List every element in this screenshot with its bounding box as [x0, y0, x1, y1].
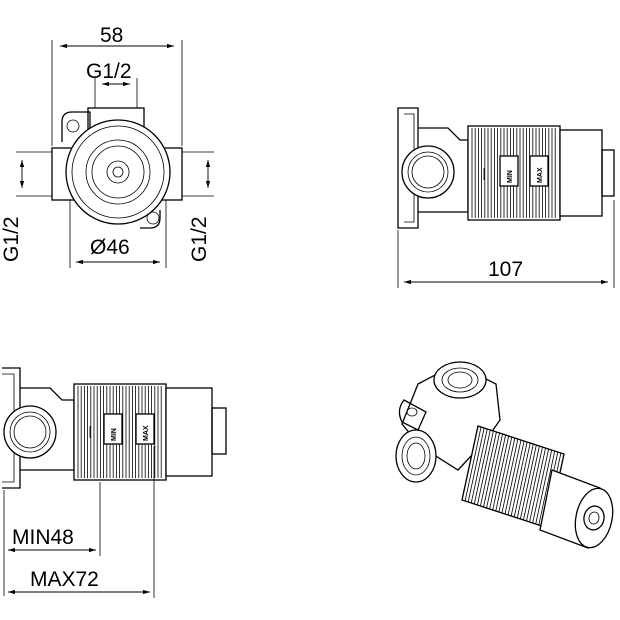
label-min-top: MIN — [507, 170, 514, 183]
front-view: 58 G1/2 G1/2 G1/2 Ø46 — [0, 24, 214, 268]
dim-max-depth: MAX72 — [30, 568, 99, 591]
label-max-bottom: MAX — [143, 425, 150, 441]
dim-thread-top: G1/2 — [86, 60, 132, 83]
dim-length-107: 107 — [488, 258, 523, 281]
label-min-bottom: MIN — [111, 428, 118, 441]
isometric-view — [395, 361, 614, 549]
dim-thread-left: G1/2 — [0, 216, 23, 262]
dim-thread-right: G1/2 — [188, 216, 211, 262]
ribs-top — [471, 128, 556, 218]
dim-diameter: Ø46 — [90, 236, 130, 259]
side-view-top: MIN MAX 107 — [397, 107, 615, 288]
ribs-iso — [461, 425, 565, 529]
label-max-top: MAX — [537, 167, 544, 183]
side-view-bottom: MIN MAX MIN48 MAX72 — [2, 367, 227, 598]
dim-min-depth: MIN48 — [12, 526, 74, 549]
dim-width-58: 58 — [100, 24, 123, 47]
